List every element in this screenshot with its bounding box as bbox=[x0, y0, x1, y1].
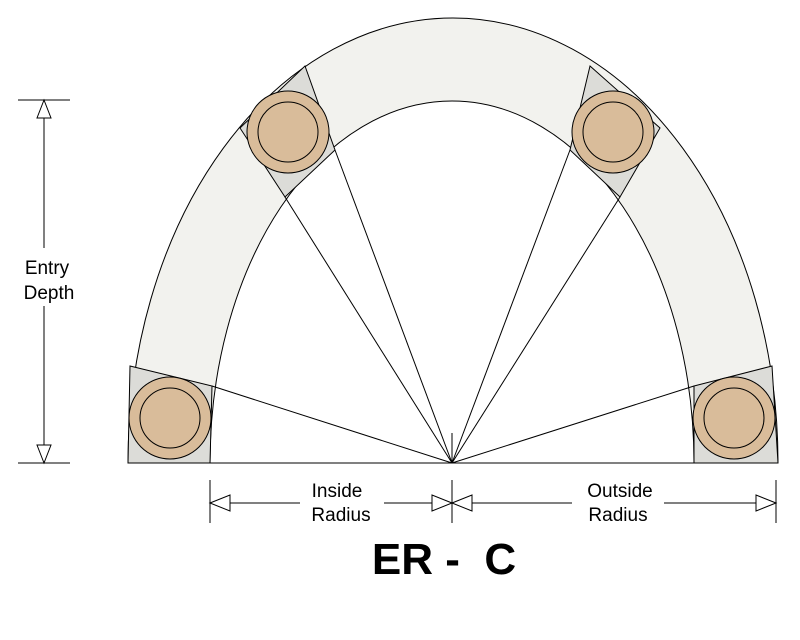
entry-depth-dimension bbox=[18, 98, 70, 465]
arrow-left-icon bbox=[208, 494, 231, 512]
entry-depth-label-line1: Entry bbox=[25, 258, 70, 279]
radial-lines bbox=[128, 149, 778, 464]
post-top-left bbox=[246, 90, 330, 174]
arch-band bbox=[127, 17, 779, 464]
arrow-left-icon bbox=[450, 494, 473, 512]
arrow-right-icon bbox=[755, 494, 778, 512]
post-bottom-left bbox=[128, 376, 212, 460]
arrow-up-icon bbox=[36, 98, 52, 119]
inside-radius-label-line2: Radius bbox=[311, 505, 370, 526]
arrow-right-icon bbox=[431, 494, 454, 512]
arrow-down-icon bbox=[36, 444, 52, 465]
outside-radius-label-line2: Radius bbox=[588, 505, 647, 526]
inside-radius-label-line1: Inside bbox=[312, 481, 363, 502]
radius-dimension bbox=[208, 480, 778, 523]
entry-depth-label-line2: Depth bbox=[24, 283, 75, 304]
post-top-right bbox=[571, 90, 655, 174]
post-bottom-right bbox=[692, 376, 776, 460]
diagram-title: ER - C bbox=[372, 535, 516, 584]
outside-radius-label-line1: Outside bbox=[587, 481, 652, 502]
